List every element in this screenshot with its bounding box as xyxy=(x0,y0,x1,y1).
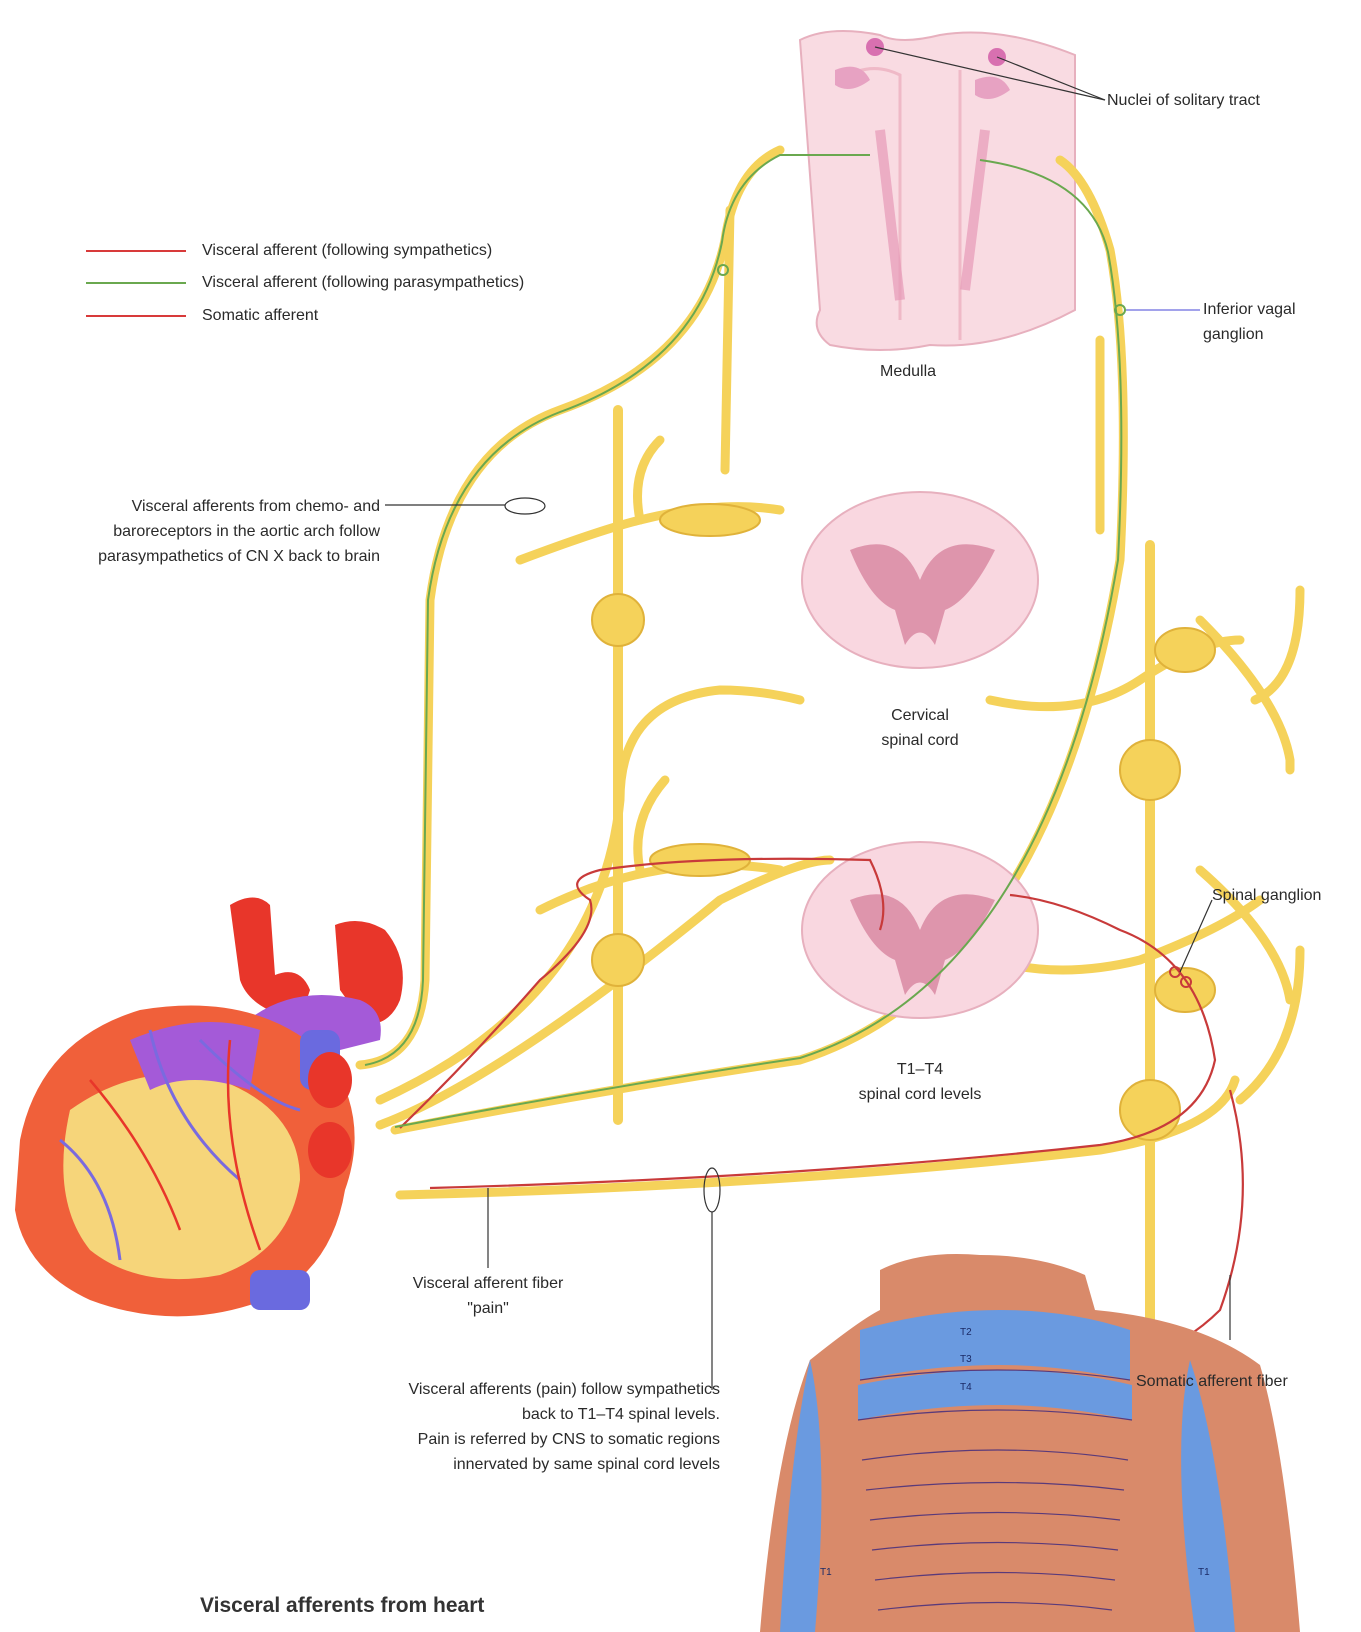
t1-t4-label-line2: spinal cord levels xyxy=(820,1083,1020,1107)
inferior-vagal-ganglion-label-line2: ganglion xyxy=(1203,323,1264,347)
t1-t4-label-line1: T1–T4 xyxy=(820,1058,1020,1082)
referred-pain-label-line4: innervated by same spinal cord levels xyxy=(300,1453,720,1477)
legend-item-visceral-parasympathetic: Visceral afferent (following parasympath… xyxy=(86,271,524,295)
legend-swatch xyxy=(86,315,186,317)
dermatome-t1-left-label: T1 xyxy=(820,1567,832,1578)
referred-pain-label-line1: Visceral afferents (pain) follow sympath… xyxy=(300,1378,720,1402)
medulla-label: Medulla xyxy=(880,360,936,384)
chemo-label-line3: parasympathetics of CN X back to brain xyxy=(40,545,380,569)
inferior-vagal-ganglion-label-line1: Inferior vagal xyxy=(1203,298,1296,322)
pain-fiber-label-line2: "pain" xyxy=(388,1297,588,1321)
legend-label: Somatic afferent xyxy=(202,307,318,325)
dermatome-t4-label: T4 xyxy=(960,1382,972,1393)
medulla-illustration xyxy=(800,31,1075,350)
legend-swatch xyxy=(86,250,186,252)
legend-item-somatic: Somatic afferent xyxy=(86,304,318,328)
legend-swatch xyxy=(86,282,186,284)
cervical-cord-label-line1: Cervical xyxy=(820,704,1020,728)
dermatome-t2-label: T2 xyxy=(960,1327,972,1338)
cervical-cord-illustration xyxy=(802,492,1038,668)
dermatome-t3-label: T3 xyxy=(960,1354,972,1365)
chemo-label-line2: baroreceptors in the aortic arch follow xyxy=(40,520,380,544)
spinal-ganglion-label: Spinal ganglion xyxy=(1212,884,1321,908)
referred-pain-label-line2: back to T1–T4 spinal levels. xyxy=(300,1403,720,1427)
pain-fiber-label-line1: Visceral afferent fiber xyxy=(388,1272,588,1296)
somatic-afferent-fiber-label: Somatic afferent fiber xyxy=(1136,1370,1288,1394)
dermatome-t1-right-label: T1 xyxy=(1198,1567,1210,1578)
cervical-cord-label-line2: spinal cord xyxy=(820,729,1020,753)
heart-illustration xyxy=(15,898,403,1317)
chemo-label-line1: Visceral afferents from chemo- and xyxy=(40,495,380,519)
legend-label: Visceral afferent (following parasympath… xyxy=(202,274,524,292)
legend-item-visceral-sympathetic: Visceral afferent (following sympathetic… xyxy=(86,239,492,263)
legend-label: Visceral afferent (following sympathetic… xyxy=(202,242,492,260)
referred-pain-label-line3: Pain is referred by CNS to somatic regio… xyxy=(300,1428,720,1452)
nuclei-solitary-tract-label: Nuclei of solitary tract xyxy=(1107,89,1260,113)
figure-caption: Visceral afferents from heart xyxy=(200,1594,484,1618)
